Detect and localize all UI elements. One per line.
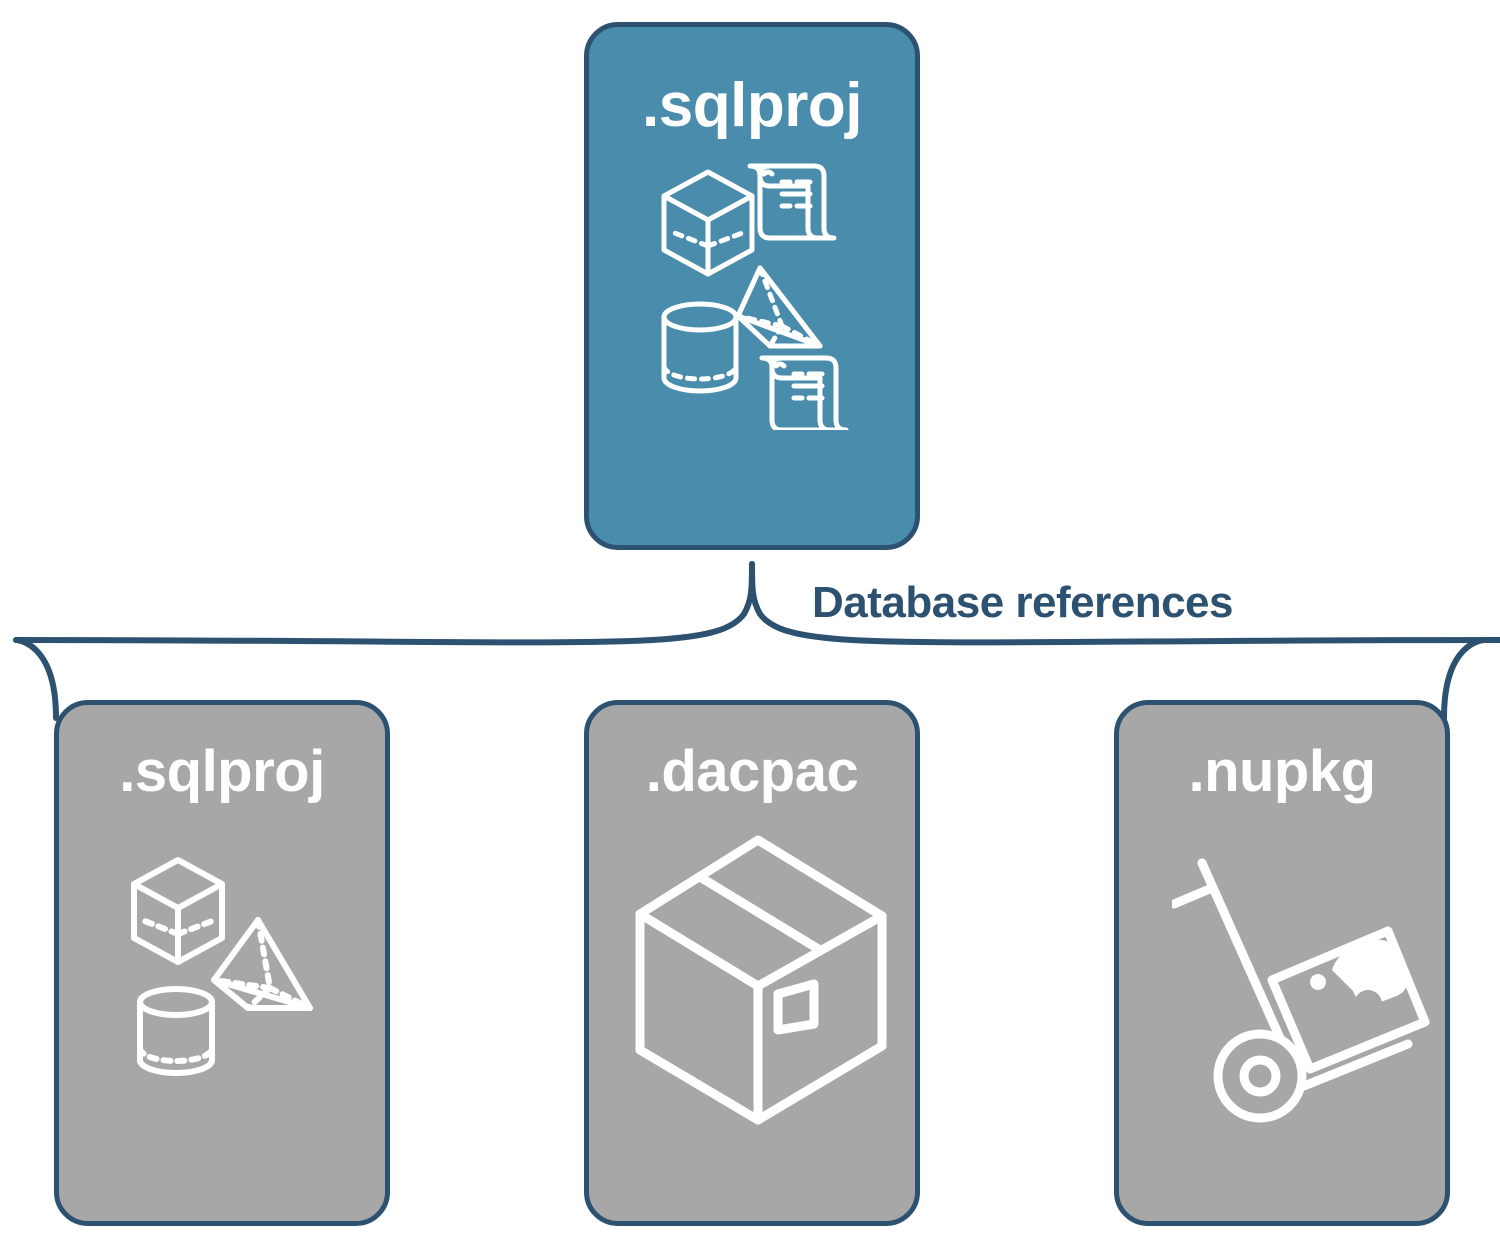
node-card-nupkg[interactable]: .nupkg — [1114, 700, 1450, 1226]
brace-left-drop — [13, 637, 59, 721]
brace-right-arm — [749, 561, 1500, 646]
node-card-sqlproj-ref[interactable]: .sqlproj — [54, 700, 390, 1226]
brace-label: Database references — [812, 578, 1233, 627]
node-title: .sqlproj — [119, 739, 325, 804]
node-title: .sqlproj — [642, 71, 862, 140]
node-title: .dacpac — [645, 739, 859, 804]
brace-right-drop — [1441, 637, 1487, 721]
node-card-sqlproj-root[interactable]: .sqlproj — [584, 22, 920, 550]
brace-left-arm — [13, 561, 755, 646]
brace-connector — [13, 561, 1500, 721]
node-title: .nupkg — [1188, 739, 1376, 804]
node-card-dacpac[interactable]: .dacpac — [584, 700, 920, 1226]
